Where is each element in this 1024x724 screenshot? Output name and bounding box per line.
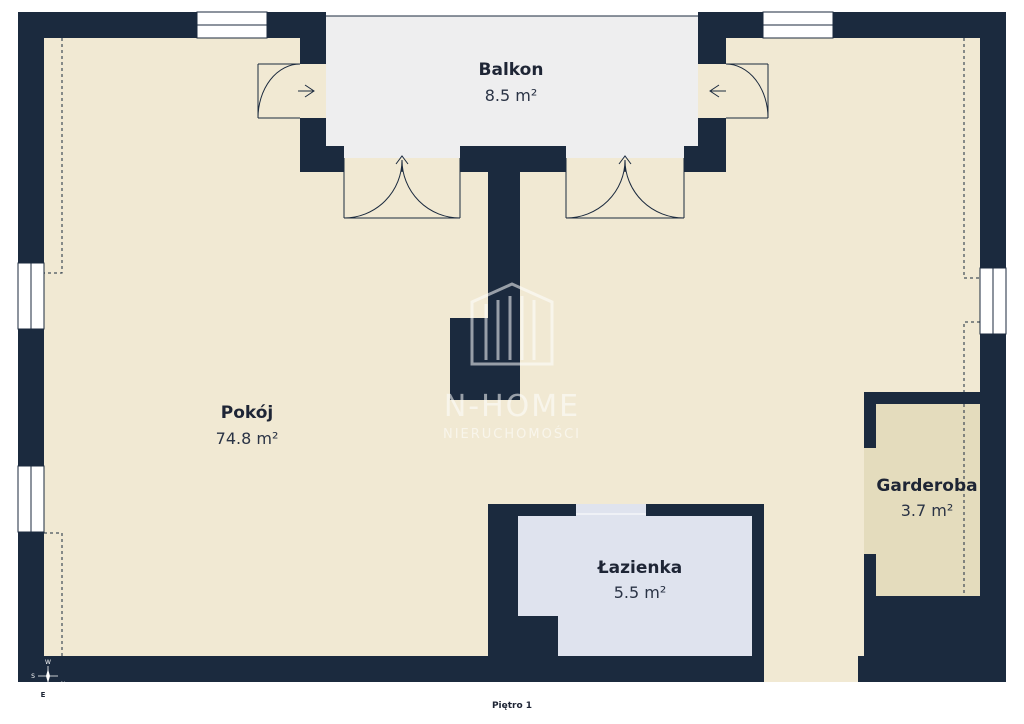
floor-label: Piętro 1 (491, 701, 533, 711)
wall-bath-top-left (488, 504, 576, 516)
wall-garderoba-left-top (864, 392, 876, 448)
room-area-pokoj: 74.8 m² (216, 429, 279, 448)
compass-north: W (45, 659, 51, 666)
dashed-outlines (44, 38, 980, 656)
wall-left (18, 12, 44, 682)
wall-top-right (698, 12, 1006, 38)
wall-bath-top-right (646, 504, 764, 516)
compass-south: E (41, 691, 46, 699)
window-balkon-top (326, 12, 698, 16)
room-area-lazienka: 5.5 m² (614, 583, 667, 602)
wall-top-left (18, 12, 326, 38)
watermark-subtitle: NIERUCHOMOŚCI (443, 426, 581, 442)
watermark: N-HOME NIERUCHOMOŚCI (443, 282, 581, 442)
wall-bath-corner (488, 616, 558, 682)
wall-balkon-corner-left (300, 146, 344, 172)
wall-balkon-corner-right (684, 146, 726, 172)
compass-icon: W S N (31, 659, 65, 688)
wall-garderoba-top (864, 392, 1006, 404)
watermark-title: N-HOME (444, 389, 580, 424)
wall-balkon-left-top (300, 12, 326, 64)
room-name-garderoba: Garderoba (876, 476, 977, 496)
watermark-logo-icon (470, 282, 554, 366)
floor-balkon (312, 14, 702, 158)
floor-garderoba (876, 404, 980, 596)
room-labels: Balkon 8.5 m² Pokój 74.8 m² Łazienka 5.5… (216, 60, 978, 602)
wall-bottom-left (18, 656, 764, 682)
compass-east: N (61, 681, 66, 688)
room-area-balkon: 8.5 m² (485, 86, 538, 105)
doors (257, 63, 876, 554)
wall-bath-right (752, 504, 764, 682)
windows (17, 11, 1007, 533)
walls (18, 12, 1006, 682)
wall-right (980, 12, 1006, 682)
room-name-lazienka: Łazienka (597, 558, 683, 578)
wall-garderoba-bottom (864, 596, 1006, 682)
compass-west: S (31, 673, 35, 680)
door-swing (257, 63, 301, 119)
floor-passage (764, 600, 860, 682)
room-name-pokoj: Pokój (221, 403, 274, 423)
room-area-garderoba: 3.7 m² (901, 501, 954, 520)
room-name-balkon: Balkon (479, 60, 544, 80)
wall-balkon-right-top (698, 12, 726, 64)
